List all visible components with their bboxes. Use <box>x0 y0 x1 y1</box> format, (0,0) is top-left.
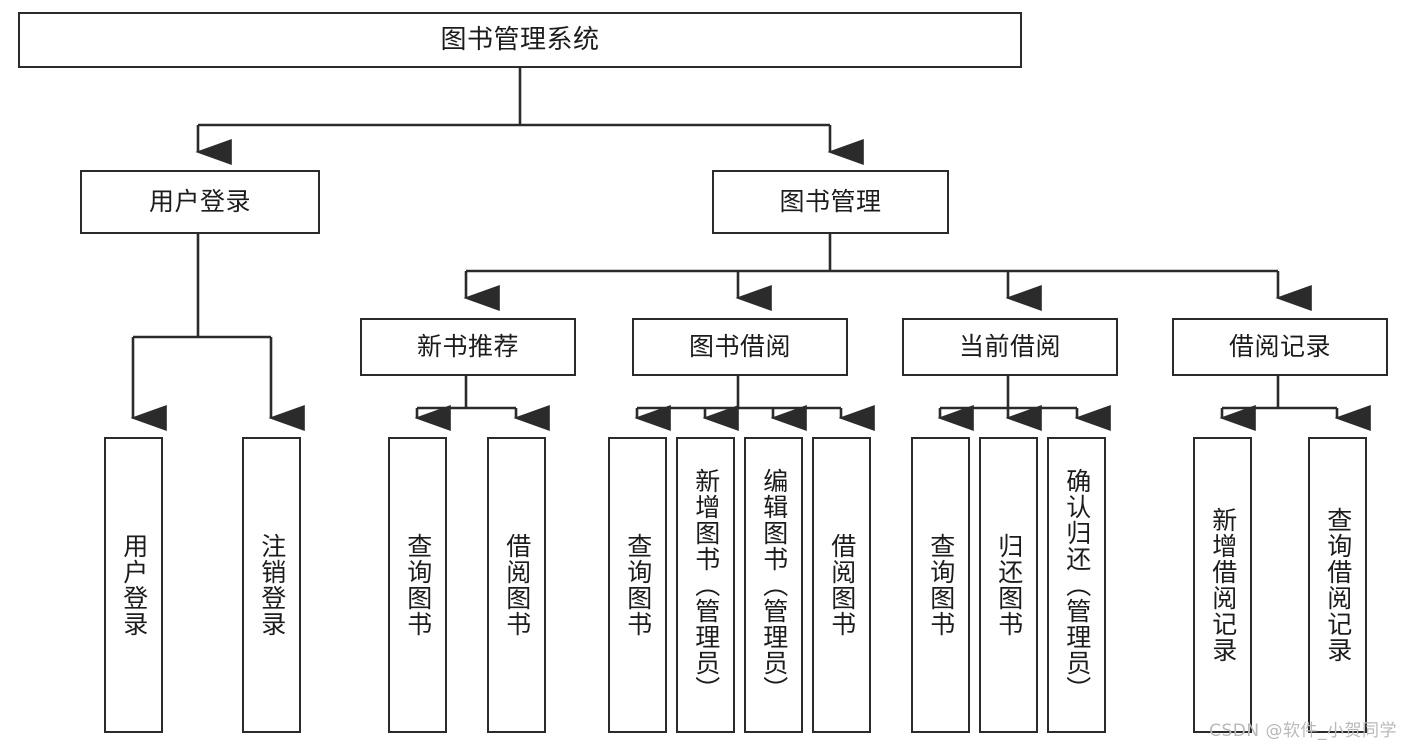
csdn-watermark: CSDN @软件_小贺同学 <box>1209 721 1397 741</box>
leaf-label: 用户登录 <box>119 533 149 637</box>
leaf-borrow-record-add-record[interactable]: 新增借阅记录 <box>1193 437 1252 733</box>
node-root-label: 图书管理系统 <box>440 24 600 55</box>
leaf-label: 注销登录 <box>257 533 287 637</box>
node-book-management[interactable]: 图书管理 <box>712 170 949 234</box>
leaf-new-book-borrow-book[interactable]: 借阅图书 <box>487 437 546 733</box>
leaf-label: 查询借阅记录 <box>1323 507 1353 663</box>
node-new-book-recommend-label: 新书推荐 <box>416 332 519 362</box>
leaf-label: 借阅图书 <box>502 533 532 637</box>
leaf-label: 查询图书 <box>926 533 956 637</box>
leaf-user-login-signout[interactable]: 注销登录 <box>242 437 301 733</box>
leaf-user-login-signin[interactable]: 用户登录 <box>104 437 163 733</box>
leaf-borrow-book-add-book-admin[interactable]: 新增图书（管理员） <box>676 437 735 733</box>
node-book-borrow-label: 图书借阅 <box>688 332 791 362</box>
node-current-borrow[interactable]: 当前借阅 <box>902 318 1118 376</box>
node-book-management-label: 图书管理 <box>779 187 882 217</box>
leaf-label: 查询图书 <box>403 533 433 637</box>
leaf-label: 借阅图书 <box>827 533 857 637</box>
node-user-login-label: 用户登录 <box>148 187 251 217</box>
node-current-borrow-label: 当前借阅 <box>958 332 1061 362</box>
node-root-system[interactable]: 图书管理系统 <box>18 12 1022 68</box>
leaf-label: 编辑图书（管理员） <box>759 468 789 702</box>
node-new-book-recommend[interactable]: 新书推荐 <box>360 318 576 376</box>
node-book-borrow[interactable]: 图书借阅 <box>632 318 848 376</box>
node-borrow-record[interactable]: 借阅记录 <box>1172 318 1388 376</box>
leaf-borrow-book-borrow-book[interactable]: 借阅图书 <box>812 437 871 733</box>
leaf-borrow-record-query-record[interactable]: 查询借阅记录 <box>1308 437 1367 733</box>
leaf-new-book-query-book[interactable]: 查询图书 <box>388 437 447 733</box>
leaf-borrow-book-query-book[interactable]: 查询图书 <box>608 437 667 733</box>
leaf-borrow-book-edit-book-admin[interactable]: 编辑图书（管理员） <box>744 437 803 733</box>
leaf-current-borrow-return-book[interactable]: 归还图书 <box>979 437 1038 733</box>
leaf-current-borrow-confirm-return-admin[interactable]: 确认归还（管理员） <box>1047 437 1106 733</box>
leaf-label: 查询图书 <box>623 533 653 637</box>
node-user-login[interactable]: 用户登录 <box>80 170 320 234</box>
leaf-label: 归还图书 <box>994 533 1024 637</box>
leaf-label: 新增借阅记录 <box>1208 507 1238 663</box>
leaf-label: 确认归还（管理员） <box>1062 468 1092 702</box>
leaf-label: 新增图书（管理员） <box>691 468 721 702</box>
node-borrow-record-label: 借阅记录 <box>1228 332 1331 362</box>
leaf-current-borrow-query-book[interactable]: 查询图书 <box>911 437 970 733</box>
